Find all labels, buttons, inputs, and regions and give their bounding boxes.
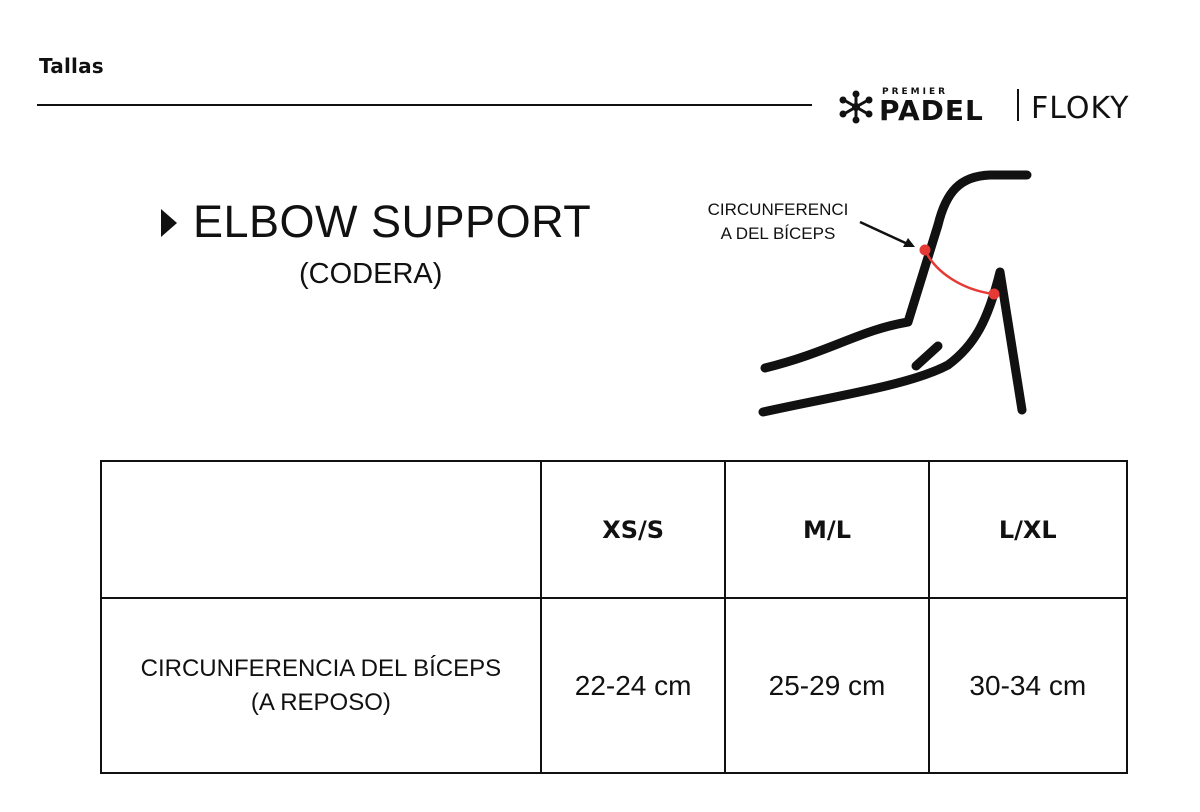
size-chart-table: XS/S M/L L/XL CIRCUNFERENCIA DEL BÍCEPS … bbox=[100, 460, 1129, 774]
measure-point-bottom bbox=[988, 288, 1000, 300]
premier-padel-logo-icon bbox=[839, 90, 873, 124]
measure-point-top bbox=[919, 244, 931, 256]
brand-divider bbox=[1017, 89, 1019, 121]
brand-logos: PREMIER PADEL FLOKY bbox=[838, 84, 1178, 128]
biceps-measure-arc bbox=[923, 249, 995, 296]
callout-arrow-head bbox=[903, 238, 915, 247]
brand-premier-text: PREMIER bbox=[882, 87, 949, 97]
arm-measurement-diagram bbox=[758, 170, 1032, 417]
row-label-cell: CIRCUNFERENCIA DEL BÍCEPS (A REPOSO) bbox=[100, 597, 542, 774]
product-subtitle: (CODERA) bbox=[299, 258, 443, 290]
row-label-line-1: CIRCUNFERENCIA DEL BÍCEPS bbox=[140, 654, 502, 682]
product-title: ELBOW SUPPORT bbox=[193, 196, 592, 247]
elbow-crease bbox=[911, 341, 943, 371]
table-cell: 30-34 cm bbox=[927, 597, 1129, 774]
brand-floky-text: FLOKY bbox=[1031, 91, 1130, 126]
upper-arm-outline bbox=[760, 170, 1032, 373]
header-divider bbox=[37, 104, 812, 106]
callout-line-2: A DEL BÍCEPS bbox=[720, 224, 836, 243]
table-header-cell: L/XL bbox=[927, 460, 1129, 599]
row-label-line-2: (A REPOSO) bbox=[250, 688, 391, 716]
table-header-row: XS/S M/L L/XL bbox=[100, 460, 1129, 599]
product-arrow-icon bbox=[161, 209, 177, 237]
brand-padel-text: PADEL bbox=[879, 94, 984, 127]
table-header-cell bbox=[100, 460, 542, 599]
table-header-cell: M/L bbox=[724, 460, 930, 599]
callout-arrow bbox=[859, 220, 913, 248]
callout-line-1: CIRCUNFERENCI bbox=[707, 200, 849, 219]
biceps-callout-label: CIRCUNFERENCI A DEL BÍCEPS bbox=[698, 198, 858, 246]
table-cell: 25-29 cm bbox=[724, 597, 930, 774]
table-row: CIRCUNFERENCIA DEL BÍCEPS (A REPOSO) 22-… bbox=[100, 597, 1129, 774]
table-header-cell: XS/S bbox=[539, 460, 727, 599]
forearm-outline bbox=[758, 267, 1027, 417]
table-cell: 22-24 cm bbox=[539, 597, 727, 774]
page-title: Tallas bbox=[39, 54, 104, 78]
